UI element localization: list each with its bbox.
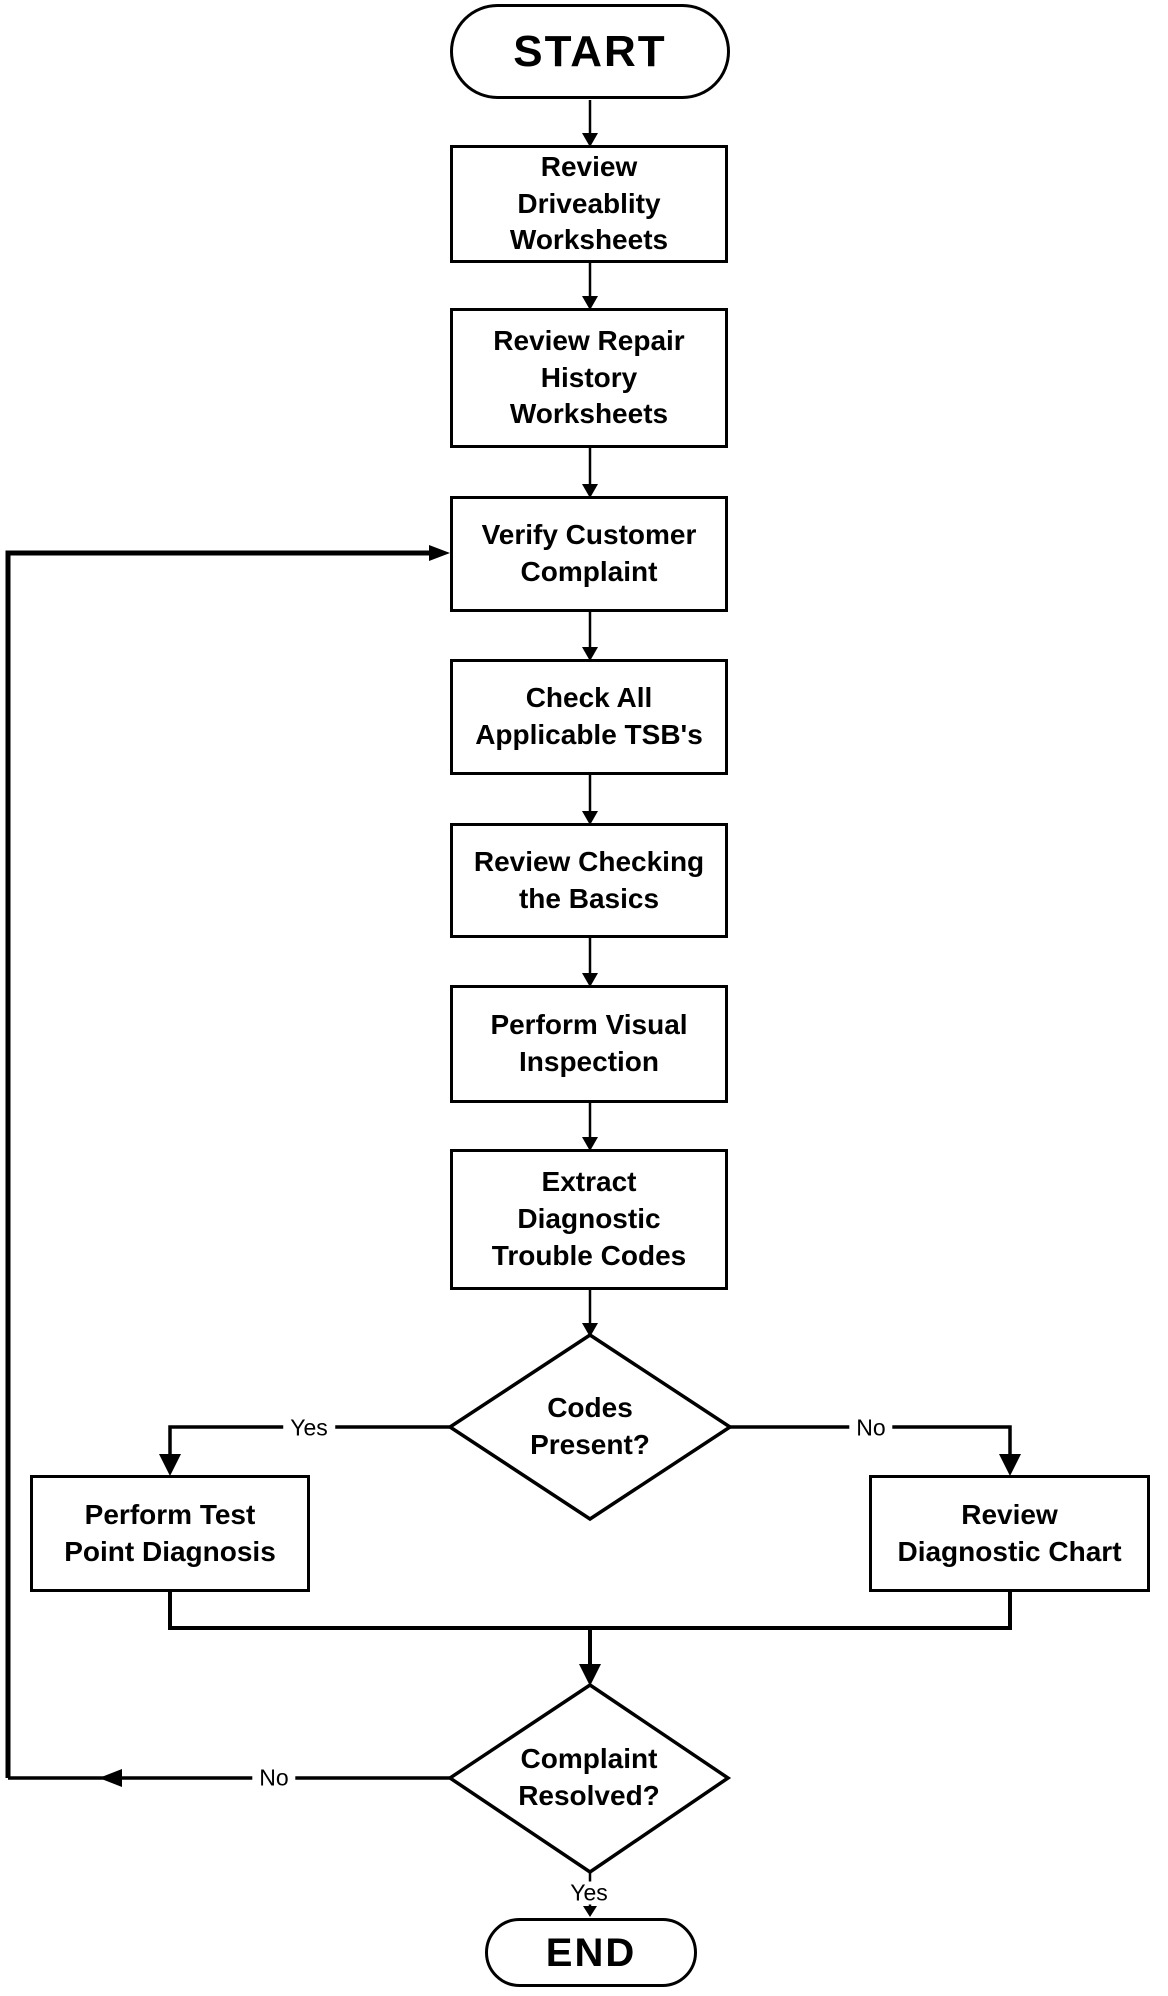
process-review-driveability-worksheets: Review Driveablity Worksheets [450,145,728,263]
process-label: Perform Visual Inspection [490,1009,688,1077]
process-label: Perform Test Point Diagnosis [64,1498,276,1567]
arrowhead-right-icon [429,545,450,561]
edge-label-resolved-yes: Yes [563,1881,615,1905]
arrowhead-down-icon [582,973,598,987]
start-label: START [513,26,667,76]
arrowhead-down-small-icon [583,1906,597,1917]
process-extract-diagnostic-trouble-codes: Extract Diagnostic Trouble Codes [450,1149,728,1290]
edge-label-codes-no: No [849,1416,893,1440]
process-label: Extract Diagnostic Trouble Codes [491,1166,687,1271]
edge-label-resolved-no: No [252,1766,296,1790]
branch-codes-yes-line [168,1425,450,1454]
start-terminal: START [450,4,730,99]
process-label: Review Checking the Basics [473,845,705,914]
arrowhead-left-icon [99,1769,122,1787]
arrowhead-down-icon [579,1664,601,1686]
process-label: Review Driveablity Worksheets [509,150,669,256]
arrowhead-down-icon [582,647,598,661]
process-label: Review Repair History Worksheets [493,324,685,430]
end-label: END [545,1930,637,1975]
arrowhead-down-icon [582,811,598,825]
process-check-applicable-tsbs: Check All Applicable TSB's [450,659,728,775]
process-review-diagnostic-chart: Review Diagnostic Chart [869,1475,1150,1592]
decision-complaint-resolved-shape [446,1682,732,1875]
merge-branches-line [168,1592,1012,1630]
process-perform-test-point-diagnosis: Perform Test Point Diagnosis [30,1475,310,1592]
edge-label-codes-yes: Yes [283,1416,335,1440]
loop-no-return-line [5,550,429,1778]
end-terminal: END [485,1918,697,1987]
arrowhead-down-icon [999,1454,1021,1476]
arrowhead-down-icon [582,1323,598,1337]
process-perform-visual-inspection: Perform Visual Inspection [450,985,728,1103]
process-label: Verify Customer Complaint [481,519,697,587]
branch-codes-no-line [730,1425,1012,1454]
decision-codes-present-shape [446,1332,734,1522]
process-verify-customer-complaint: Verify Customer Complaint [450,496,728,612]
arrowhead-down-icon [159,1454,181,1476]
arrowhead-down-icon [582,484,598,498]
process-label: Review Diagnostic Chart [897,1498,1122,1567]
arrowhead-down-icon [582,133,598,147]
process-review-checking-the-basics: Review Checking the Basics [450,823,728,938]
process-review-repair-history-worksheets: Review Repair History Worksheets [450,308,728,448]
arrowhead-down-icon [582,1137,598,1151]
process-label: Check All Applicable TSB's [475,682,703,750]
arrowhead-down-icon [582,296,598,310]
